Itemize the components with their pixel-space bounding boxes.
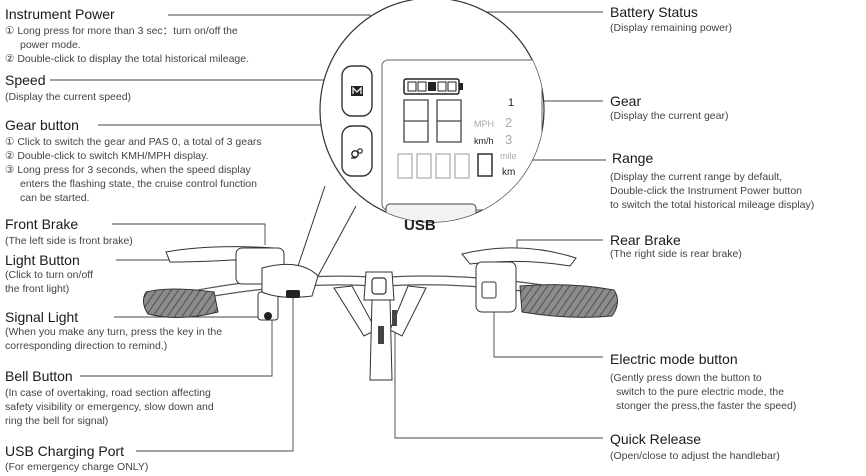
gear-2-label: 2 (505, 115, 512, 130)
instrument-power-title: Instrument Power (5, 6, 115, 22)
light-button-desc-2: the front light) (5, 283, 70, 295)
m-mode-icon (351, 86, 363, 96)
bell-button-title: Bell Button (5, 368, 73, 384)
kmh-unit-label: km/h (474, 136, 494, 146)
usb-port-desc: (For emergency charge ONLY) (5, 461, 149, 473)
gear-button-desc-3: ③ Long press for 3 seconds, when the spe… (5, 164, 251, 176)
bell-button-desc-1: (In case of overtaking, road section aff… (5, 387, 211, 399)
gear-button-desc-1: ① Click to switch the gear and PAS 0, a … (5, 136, 262, 148)
electric-mode-desc-3: stonger the press,the faster the speed) (616, 400, 797, 412)
electric-mode-desc-2: switch to the pure electric mode, the (616, 386, 785, 398)
range-digits (397, 153, 470, 179)
km-unit-label: km (502, 167, 515, 178)
rear-brake-title: Rear Brake (610, 232, 681, 248)
range-desc-2: Double-click the Instrument Power button (610, 185, 803, 197)
signal-light-title: Signal Light (5, 309, 79, 325)
electric-mode-desc-1: (Gently press down the button to (610, 372, 762, 384)
range-desc-3: to switch the total historical mileage d… (610, 199, 815, 211)
range-title: Range (612, 150, 654, 166)
battery-status-desc: (Display remaining power) (610, 22, 732, 34)
gear-3-label: 3 (505, 132, 512, 147)
signal-light-desc-1: (When you make any turn, press the key i… (5, 326, 223, 338)
electric-mode-title: Electric mode button (610, 351, 738, 367)
display-lens: MPH km/h 2 3 1 mile km USB (295, 0, 545, 277)
rear-brake-desc: (The right side is rear brake) (610, 248, 742, 260)
signal-light-desc-2: corresponding direction to remind.) (5, 340, 168, 352)
front-brake-title: Front Brake (5, 216, 79, 232)
usb-label: USB (404, 217, 436, 234)
speed-desc: (Display the current speed) (5, 91, 132, 103)
quick-release-desc: (Open/close to adjust the handlebar) (610, 450, 780, 462)
gear-desc: (Display the current gear) (610, 110, 729, 122)
gear-title: Gear (610, 93, 642, 109)
gear-button-desc-4: enters the flashing state, the cruise co… (20, 178, 257, 190)
battery-icon (403, 78, 463, 95)
gear-button-title: Gear button (5, 117, 79, 133)
bell-button-desc-3: ring the bell for signal) (5, 415, 109, 427)
usb-port-title: USB Charging Port (5, 443, 125, 459)
instrument-power-desc-2: power mode. (20, 39, 81, 51)
speed-digits (403, 99, 462, 143)
gear-switch-icon (351, 148, 363, 159)
bell-button-desc-2: safety visibility or emergency, slow dow… (5, 401, 214, 413)
mph-unit-label: MPH (474, 119, 494, 129)
gear-1-label: 1 (508, 97, 514, 109)
range-last-digit (477, 153, 493, 177)
handlebar (142, 246, 618, 381)
light-button-desc-1: (Click to turn on/off (5, 269, 93, 281)
gear-button-desc-5: can be started. (20, 192, 90, 204)
battery-status-title: Battery Status (610, 4, 698, 20)
mile-unit-label: mile (500, 151, 517, 161)
light-button-title: Light Button (5, 252, 80, 268)
front-brake-desc: (The left side is front brake) (5, 235, 133, 247)
speed-title: Speed (5, 72, 46, 88)
range-desc-1: (Display the current range by default, (610, 171, 783, 183)
quick-release-title: Quick Release (610, 431, 702, 447)
gear-button-desc-2: ② Double-click to switch KMH/MPH display… (5, 150, 209, 162)
instrument-power-desc-1: ① Long press for more than 3 sec：turn on… (5, 25, 238, 37)
instrument-power-desc-3: ② Double-click to display the total hist… (5, 53, 250, 65)
